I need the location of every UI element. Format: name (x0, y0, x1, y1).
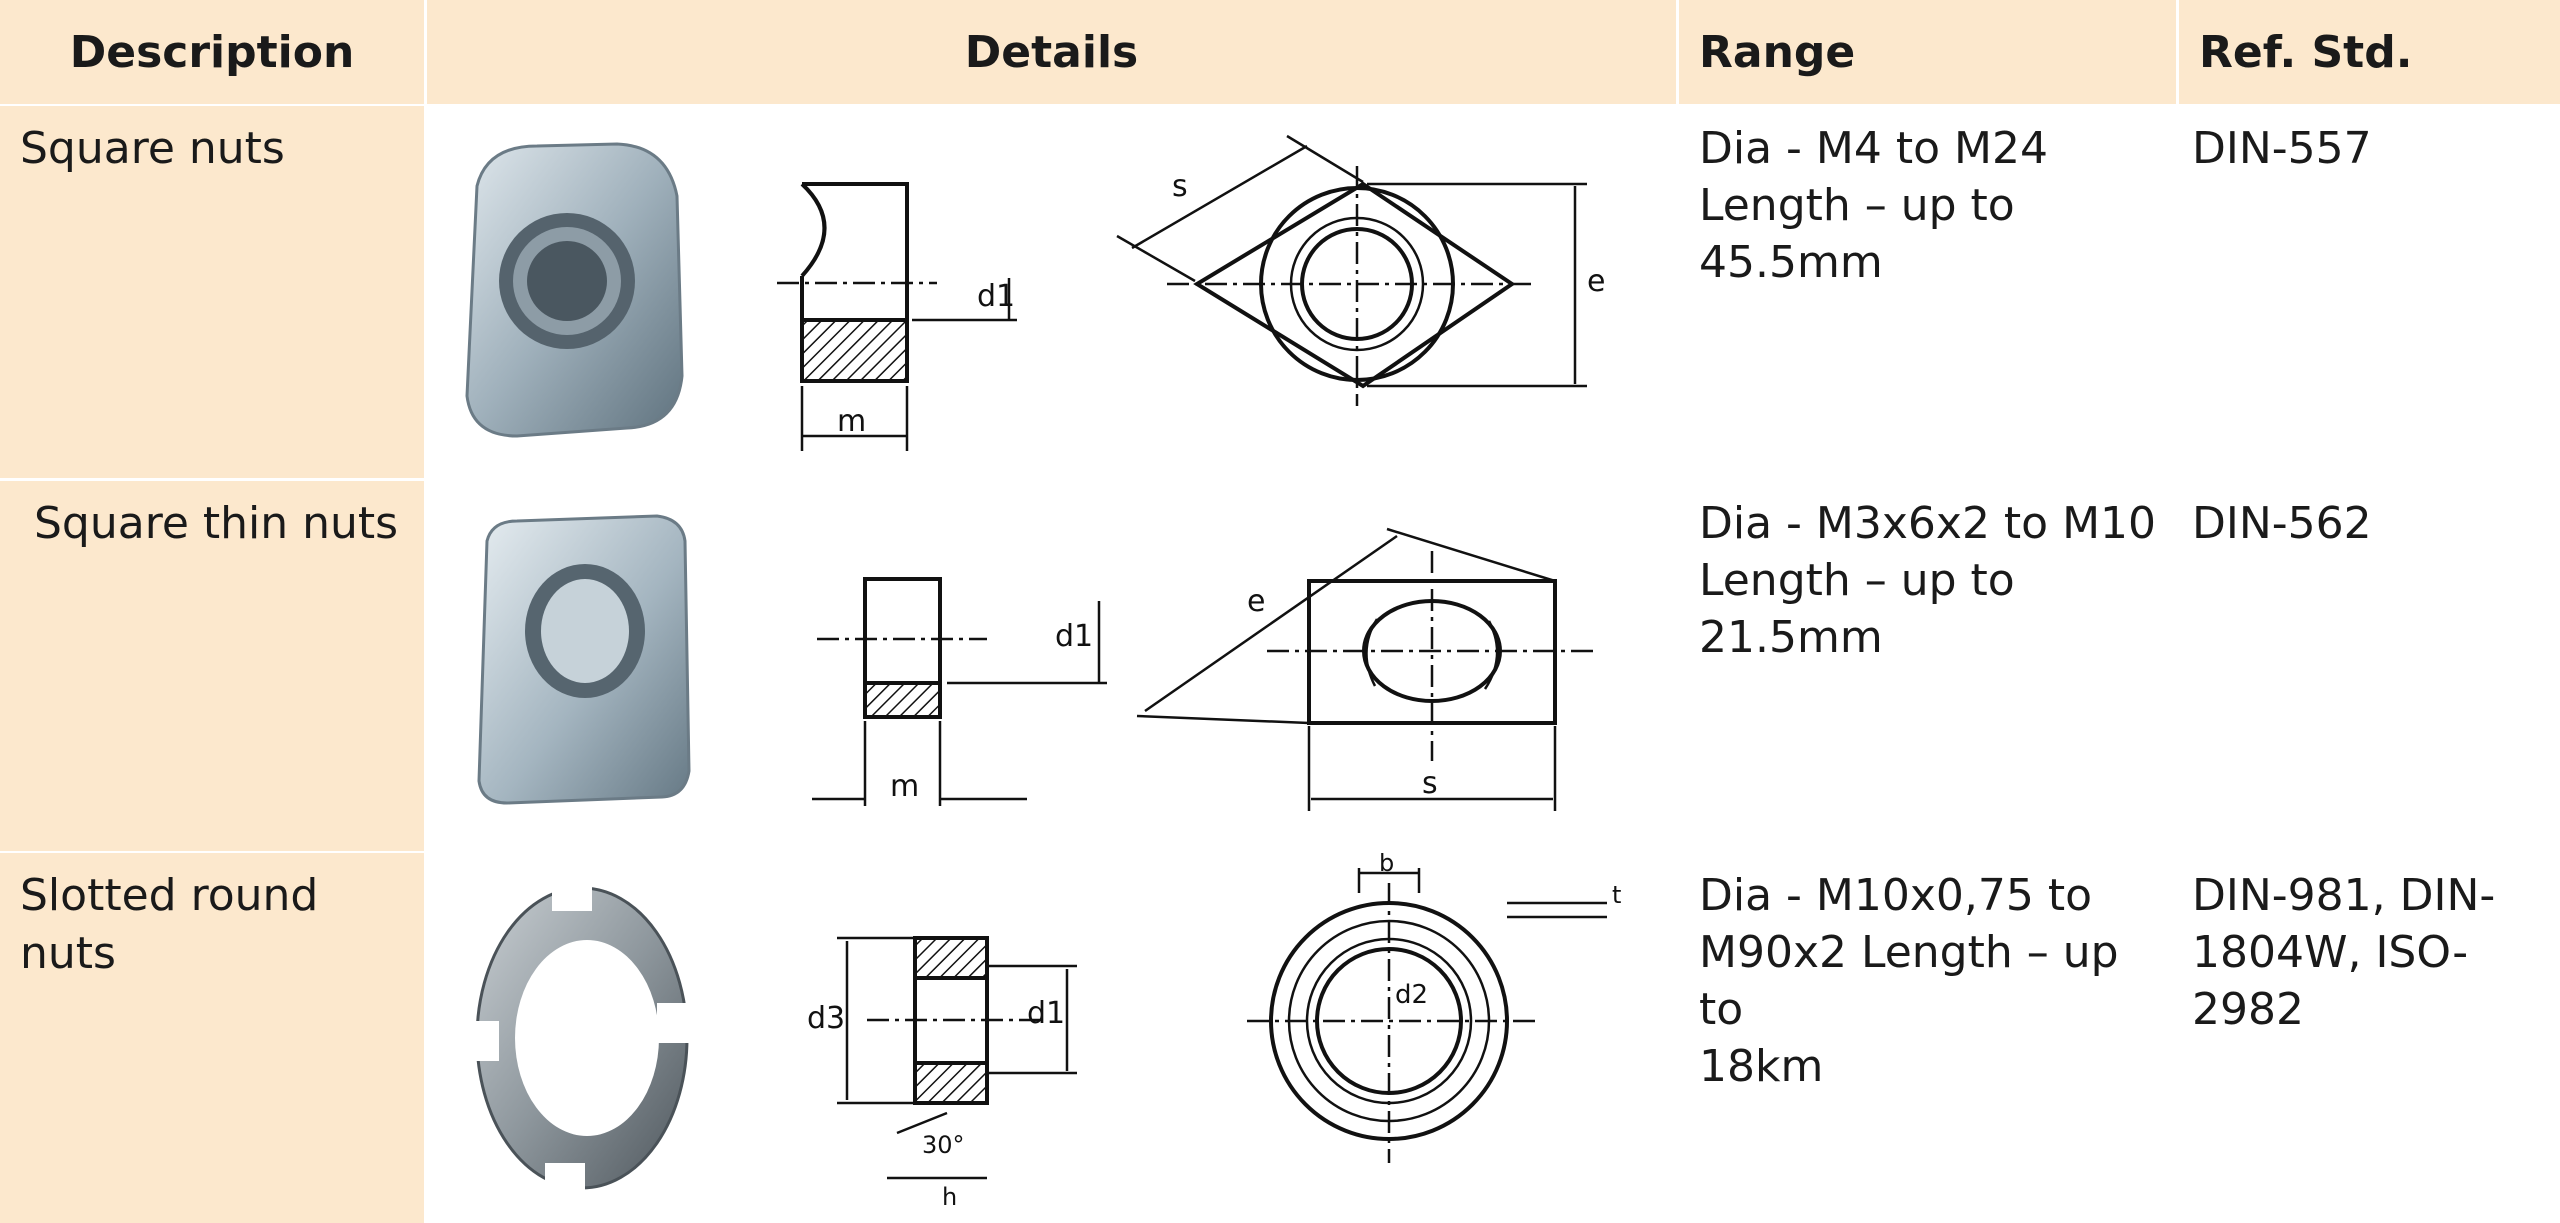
range-line: 45.5mm (1699, 237, 1883, 288)
row-description: Square thin nuts (0, 481, 424, 851)
range-line: 21.5mm (1699, 612, 1883, 663)
dim-e: e (1247, 584, 1265, 619)
table-row: Square nuts (0, 106, 2560, 478)
dim-d1: d1 (1055, 619, 1093, 654)
top-view-drawing (1116, 134, 1587, 406)
range-line: Length – up to (1699, 555, 2015, 606)
square-nut-photo (465, 142, 684, 438)
section-view-drawing (837, 936, 1077, 1180)
row-ref-std: DIN-562 (2176, 481, 2560, 851)
range-line: Dia - M4 to M24 (1699, 123, 2048, 174)
dim-s: s (1172, 169, 1188, 204)
dim-s: s (1422, 766, 1438, 801)
square-thin-nut-photo (477, 514, 691, 805)
header-ref-std: Ref. Std. (2176, 0, 2560, 104)
top-view-drawing (1136, 527, 1597, 811)
row-details: m d1 e s (427, 481, 1676, 851)
table-row: Slotted round nuts (0, 853, 2560, 1223)
dim-h: h (942, 1183, 957, 1211)
row-description: Square nuts (0, 106, 424, 478)
row-details: m d1 s e (427, 106, 1676, 478)
front-view-drawing (1247, 868, 1607, 1163)
ref-std-line: 1804W, ISO- (2192, 927, 2469, 978)
header-range: Range (1679, 0, 2176, 104)
dim-d1: d1 (977, 279, 1015, 314)
square-nut-illustration: m d1 s e (465, 134, 1605, 451)
dim-d2: d2 (1395, 980, 1428, 1010)
dim-t: t (1612, 881, 1621, 909)
range-line: M90x2 Length – up to (1699, 927, 2119, 1035)
dim-angle: 30° (922, 1131, 965, 1159)
header-description: Description (0, 0, 424, 104)
header-details: Details (427, 0, 1676, 104)
dim-d3: d3 (807, 1001, 845, 1036)
row-details: d3 d1 30° h b t (427, 853, 1676, 1223)
slotted-nut-photo (469, 881, 693, 1193)
range-line: Dia - M10x0,75 to (1699, 870, 2093, 921)
dim-m: m (837, 404, 866, 439)
row-range: Dia - M10x0,75 to M90x2 Length – up to 1… (1679, 853, 2176, 1223)
row-ref-std: DIN-981, DIN- 1804W, ISO- 2982 (2176, 853, 2560, 1223)
row-ref-std: DIN-557 (2176, 106, 2560, 478)
ref-std-line: DIN-981, DIN- (2192, 870, 2496, 921)
side-view-drawing (777, 182, 1017, 451)
dim-m: m (890, 769, 919, 804)
dim-b: b (1379, 853, 1394, 877)
range-line: Length – up to (1699, 180, 2015, 231)
square-thin-nut-illustration: m d1 e s (477, 514, 1597, 811)
range-line: 18km (1699, 1041, 1824, 1092)
table-header: Description Details Range Ref. Std. (0, 0, 2560, 104)
dim-d1: d1 (1027, 996, 1065, 1031)
dim-e: e (1587, 264, 1605, 299)
ref-std-line: 2982 (2192, 984, 2304, 1035)
row-range: Dia - M4 to M24 Length – up to 45.5mm (1679, 106, 2176, 478)
row-range: Dia - M3x6x2 to M10 Length – up to 21.5m… (1679, 481, 2176, 851)
slotted-round-nut-illustration: d3 d1 30° h b t (469, 853, 1621, 1211)
side-view-drawing (812, 577, 1107, 806)
range-line: Dia - M3x6x2 to M10 (1699, 498, 2157, 549)
row-description: Slotted round nuts (0, 853, 424, 1223)
table-row: Square thin nuts (0, 481, 2560, 851)
